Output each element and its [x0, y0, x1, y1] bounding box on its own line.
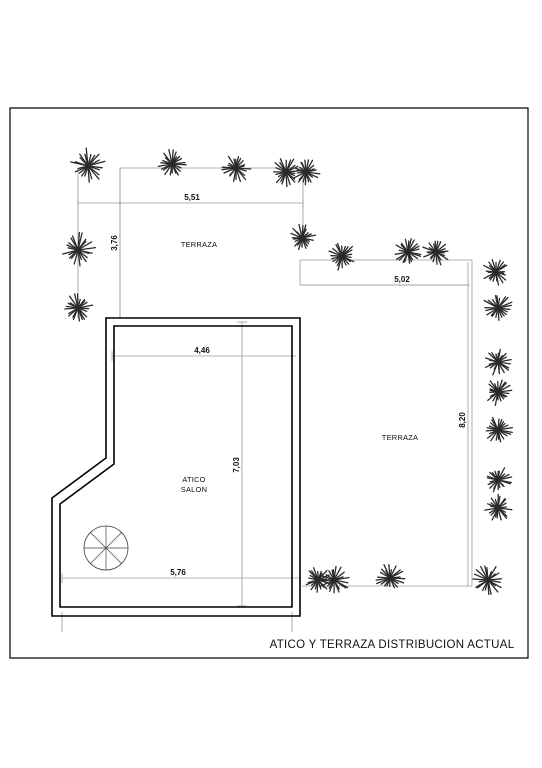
dimension-lines	[61, 168, 470, 632]
plant-symbol	[70, 147, 106, 183]
dim-right-width: 5,02	[394, 275, 410, 284]
plant-symbol	[394, 238, 422, 264]
plant-symbol	[221, 155, 252, 183]
plant-symbol	[472, 565, 502, 596]
plant-symbol	[305, 567, 332, 593]
plant-symbol	[484, 493, 513, 521]
plant-symbol	[483, 259, 508, 286]
room-label-salon: SALON	[181, 485, 207, 494]
dim-right-height: 8,20	[458, 412, 467, 428]
plant-symbol	[483, 294, 513, 321]
terrace-outline	[77, 167, 473, 587]
plant-symbol	[484, 348, 512, 376]
interior-walls	[51, 317, 301, 617]
plant-symbol	[375, 564, 406, 589]
dim-inner-width: 4,46	[194, 346, 210, 355]
plant-symbol	[486, 467, 513, 493]
dim-interior-height: 7,03	[232, 457, 241, 473]
dim-bottom-width: 5,76	[170, 568, 186, 577]
room-label-atico: ATICO	[182, 475, 205, 484]
room-label-terraza-right: TERRAZA	[382, 433, 418, 442]
room-label-terraza-upper: TERRAZA	[181, 240, 217, 249]
dim-left-height: 3,76	[110, 235, 119, 251]
plant-symbol	[290, 223, 317, 251]
plant-symbol	[328, 242, 355, 271]
plant-symbol	[485, 416, 514, 443]
drawing-title: ATICO Y TERRAZA DISTRIBUCION ACTUAL	[270, 639, 515, 651]
plant-symbol	[292, 159, 321, 186]
plant-symbol	[273, 158, 302, 188]
sheet-border	[9, 107, 529, 659]
plant-symbol	[64, 293, 94, 322]
plant-symbol	[422, 240, 449, 266]
plants-layer	[62, 147, 514, 596]
plant-symbol	[157, 148, 187, 176]
spiral-staircase	[83, 525, 129, 571]
dim-top-width: 5,51	[184, 193, 200, 202]
plant-symbol	[487, 379, 513, 407]
plant-symbol	[62, 231, 97, 267]
plant-symbol	[318, 565, 350, 594]
